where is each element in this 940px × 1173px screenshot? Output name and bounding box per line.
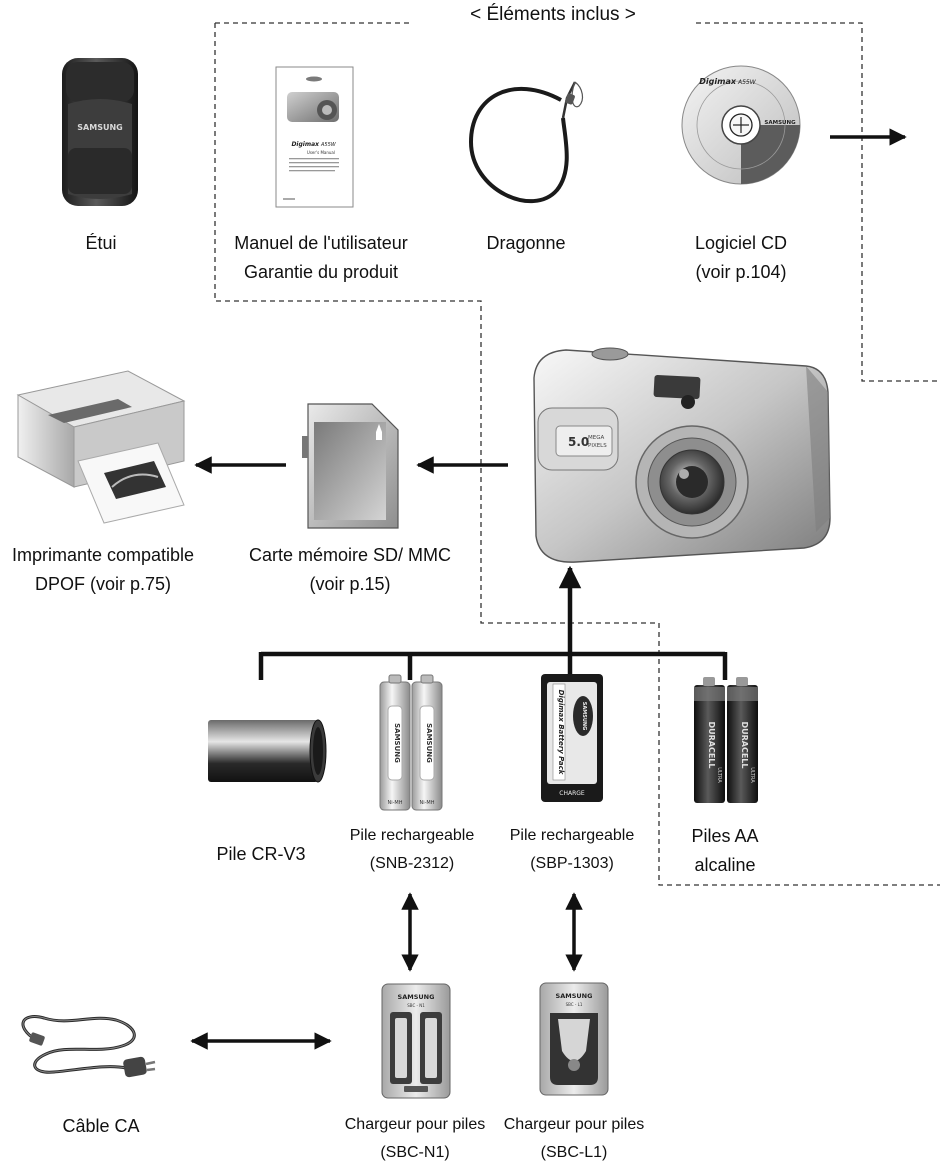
sbp-charge: CHARGE <box>559 790 585 797</box>
case-brand: SAMSUNG <box>77 123 122 132</box>
label-strap: Dragonne <box>486 233 566 253</box>
snb-brand-2: SAMSUNG <box>425 723 433 763</box>
cd-samsung: SAMSUNG <box>764 120 796 126</box>
crv3-battery-illustration <box>208 719 327 783</box>
label-cd: Logiciel CD(voir p.104) <box>694 233 788 282</box>
label-snb: Pile rechargeable(SNB-2312) <box>349 827 475 872</box>
label-case: Étui <box>85 233 117 253</box>
strap-illustration <box>468 81 584 203</box>
sbp-battery-illustration: Digimax Battery Pack SAMSUNG CHARGE <box>541 674 603 802</box>
snb-chem-2: Ni-MH <box>419 800 434 806</box>
snb-brand-1: SAMSUNG <box>393 723 401 763</box>
aa-ultra-1: ULTRA <box>716 767 722 783</box>
aa-brand-1: DURACELL <box>707 721 716 768</box>
label-sd-card: Carte mémoire SD/ MMC(voir p.15) <box>248 545 452 594</box>
included-boundary <box>214 23 940 886</box>
camera-illustration: 5.0 MEGA PIXELS <box>533 347 831 563</box>
snb-battery-illustration: SAMSUNG SAMSUNG Ni-MH Ni-MH <box>379 674 443 811</box>
charger-n1-brand: SAMSUNG <box>398 993 435 1001</box>
aa-ultra-2: ULTRA <box>749 767 755 783</box>
sd-card-illustration <box>302 403 399 529</box>
aa-brand-2: DURACELL <box>740 721 749 768</box>
ac-cable-illustration <box>21 1015 156 1078</box>
manual-brand: Digimax <box>291 141 320 148</box>
camera-badge-mega: MEGA <box>588 435 604 441</box>
manual-illustration: Digimax A55W User's Manual <box>275 66 354 208</box>
included-items-title: < Éléments inclus > <box>412 3 694 27</box>
charger-l1-illustration: SAMSUNG SBC - L1 <box>539 982 609 1096</box>
camera-badge-pixels: PIXELS <box>588 443 607 449</box>
cd-model: A55W <box>737 79 757 86</box>
sbp-brand: SAMSUNG <box>581 702 587 730</box>
case-illustration: SAMSUNG <box>62 58 138 206</box>
label-ac-cable: Câble CA <box>62 1116 140 1136</box>
label-sbp: Pile rechargeable(SBP-1303) <box>509 827 635 872</box>
manual-model: A55W <box>320 142 337 148</box>
sbp-label: Digimax Battery Pack <box>557 690 565 776</box>
label-crv3: Pile CR-V3 <box>216 844 306 864</box>
manual-subtitle: User's Manual <box>307 150 335 155</box>
aa-battery-illustration: DURACELL DURACELL ULTRA ULTRA <box>694 677 758 803</box>
cd-brand: Digimax <box>699 77 737 86</box>
charger-n1-model: SBC - N1 <box>407 1003 425 1008</box>
charger-l1-brand: SAMSUNG <box>556 992 593 1000</box>
charger-l1-model: SBC - L1 <box>566 1002 583 1007</box>
included-boundary-top <box>215 22 940 382</box>
charger-n1-illustration: SAMSUNG SBC - N1 <box>381 983 451 1099</box>
printer-illustration <box>16 370 186 524</box>
cd-illustration: Digimax A55W SAMSUNG <box>681 65 801 185</box>
label-charger-l1: Chargeur pour piles(SBC-L1) <box>503 1116 645 1161</box>
snb-chem-1: Ni-MH <box>387 800 402 806</box>
camera-badge-main: 5.0 <box>568 435 589 449</box>
label-charger-n1: Chargeur pour piles(SBC-N1) <box>344 1116 486 1161</box>
